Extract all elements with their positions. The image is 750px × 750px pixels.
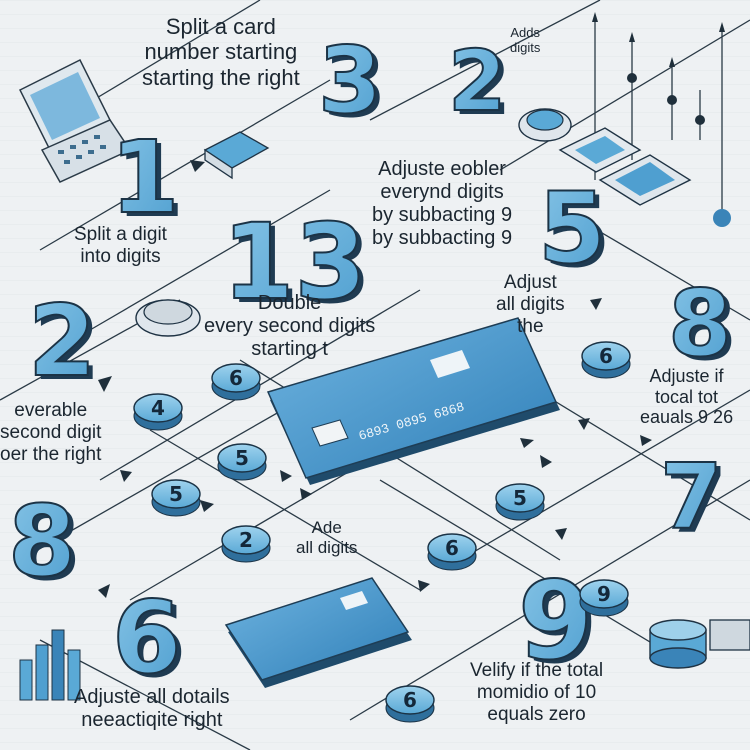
digit-token-label: 4: [151, 396, 165, 420]
digit-token-label: 2: [239, 528, 253, 552]
digit-token-label: 5: [169, 482, 183, 506]
digit-token: 6: [385, 685, 435, 723]
numeral-n9-shadow: 9: [523, 563, 598, 688]
digit-token: 5: [495, 483, 545, 521]
digit-token-label: 6: [599, 344, 613, 368]
label-every-second: everable second digit oer the right: [0, 400, 102, 465]
digit-token-label: 6: [403, 688, 417, 712]
numeral-n8-left: 8: [8, 485, 76, 599]
numeral-n6-shadow: 6: [117, 583, 187, 700]
digit-token: 6: [581, 341, 631, 379]
widget-icon-top-left: [203, 131, 270, 180]
second-credit-card: [224, 577, 412, 688]
label-adjust-all: Adjust all digits the: [496, 272, 565, 337]
label-adjust-subtract: Adjuste eobler everynd digits by subbact…: [372, 158, 513, 249]
digit-token: 6: [427, 533, 477, 571]
numeral-n5: 5: [538, 172, 606, 286]
main-credit-card: 6893 0895 6868: [266, 317, 560, 485]
digit-token: 4: [133, 393, 183, 431]
digit-token-label: 5: [235, 446, 249, 470]
digit-token: 5: [217, 443, 267, 481]
label-split-card: Split a card number starting starting th…: [142, 14, 300, 90]
numeral-n1: 1: [110, 119, 180, 236]
numeral-n13: 13: [222, 201, 367, 323]
numeral-n2-left: 2: [28, 285, 96, 399]
bar-chart-icon: [19, 629, 81, 701]
digit-token: 2: [221, 525, 271, 563]
label-add-all: Ade all digits: [296, 518, 358, 557]
disc-icon: [135, 299, 201, 337]
numeral-n9: 9: [518, 559, 593, 684]
numeral-n3: 3: [318, 27, 382, 134]
numeral-n5-shadow: 5: [543, 176, 611, 290]
numeral-n6: 6: [112, 579, 182, 696]
numeral-n2-top: 2: [448, 32, 506, 130]
label-split-digit: Split a digit into digits: [74, 224, 167, 267]
numeral-n8-left-shadow: 8: [13, 489, 81, 603]
label-adjust-if: Adjuste if tocal tot eauals 9 26: [640, 366, 734, 428]
digit-token: 5: [151, 479, 201, 517]
numeral-n8-right: 8: [668, 270, 732, 377]
widget-icon-top-right: [558, 127, 692, 206]
digit-token: 9: [579, 579, 629, 617]
label-adds-digits: Adds digits: [510, 25, 541, 55]
digit-token-label: 9: [597, 582, 611, 606]
numeral-n7: 7: [660, 445, 723, 550]
numeral-n2-top-shadow: 2: [453, 36, 511, 134]
label-verify: Velify if the total momidio of 10 equals…: [470, 660, 604, 725]
digit-token: 6: [211, 363, 261, 401]
digit-token-label: 6: [445, 536, 459, 560]
label-double-second: Double every second digits starting t: [204, 292, 376, 360]
dial-icon: [518, 108, 572, 142]
numeral-n13-shadow: 13: [227, 205, 372, 327]
numeral-n1-shadow: 1: [115, 123, 185, 240]
digit-token-label: 6: [229, 366, 243, 390]
numeral-n7-shadow: 7: [665, 449, 728, 554]
label-adjuste-details: Adjuste all dotails neeactiqite right: [74, 686, 230, 731]
computer-icon: [18, 58, 132, 183]
numeral-n2-left-shadow: 2: [33, 289, 101, 403]
numeral-n8-right-shadow: 8: [673, 274, 737, 381]
digit-token-label: 5: [513, 486, 527, 510]
cylinder-icon: [649, 619, 750, 669]
numeral-n3-shadow: 3: [323, 31, 387, 138]
